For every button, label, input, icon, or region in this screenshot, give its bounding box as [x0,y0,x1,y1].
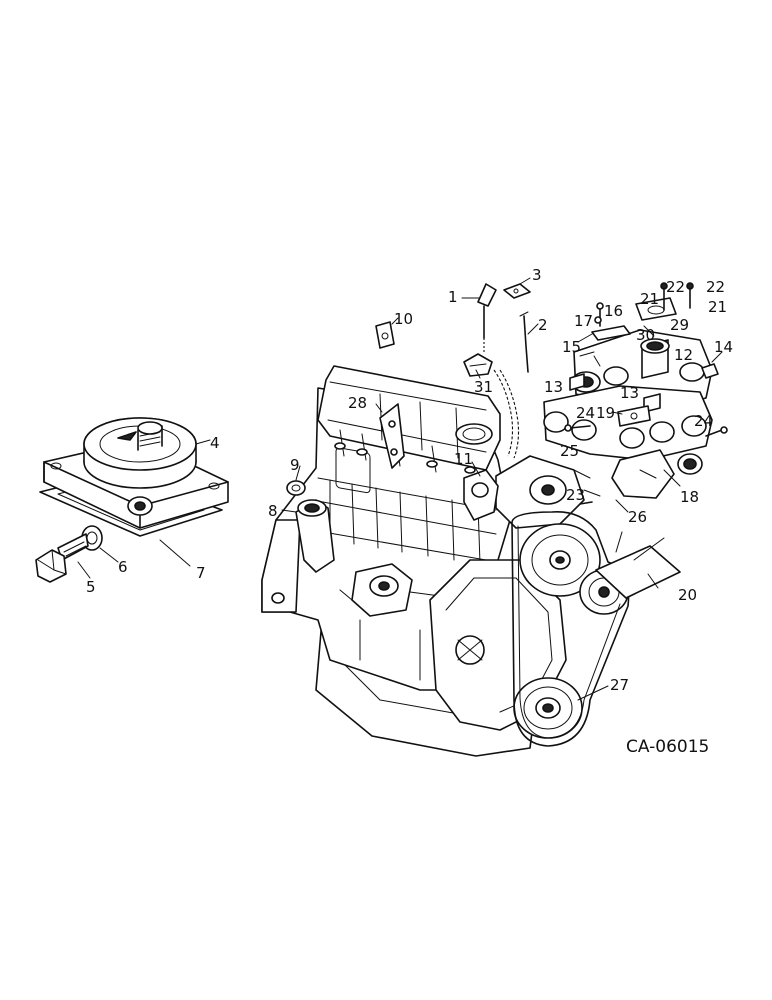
callout-10: 10 [394,310,413,328]
callout-22a: 22 [666,278,685,296]
callout-29: 29 [670,316,689,334]
dipstick-clip [503,283,531,299]
valve-cover [317,365,501,471]
callout-4: 4 [210,434,220,452]
callout-28: 28 [348,394,367,412]
callout-30: 30 [636,326,655,344]
dipstick [477,283,497,307]
callout-27: 27 [610,676,629,694]
callout-12: 12 [674,346,693,364]
fastener-16 [596,302,604,310]
manifold-group [543,282,728,505]
callout-31: 31 [474,378,493,396]
callout-8: 8 [268,502,278,520]
callout-17: 17 [574,312,593,330]
callout-21b: 21 [708,298,727,316]
callout-9: 9 [290,456,300,474]
callout-labels: 1 2 3 4 5 6 7 8 9 10 11 12 13 13 14 15 1… [86,266,733,694]
callout-25: 25 [560,442,579,460]
callout-23: 23 [566,486,585,504]
callout-13a: 13 [544,378,563,396]
callout-11: 11 [454,450,473,468]
callout-2: 2 [538,316,548,334]
pulley-belt-group [511,511,681,747]
callout-24a: 24 [576,404,595,422]
filler-o-ring [286,480,306,496]
manifold-nut [701,363,719,379]
callout-22b: 22 [706,278,725,296]
callout-1: 1 [448,288,458,306]
callout-13b: 13 [620,384,639,402]
mounting-plate [375,321,395,349]
callout-24b: 24 [694,412,713,430]
callout-6: 6 [118,558,128,576]
leader-lines [281,351,659,589]
lifting-bracket [379,403,405,469]
callout-5: 5 [86,578,96,596]
callout-18: 18 [680,488,699,506]
callout-14: 14 [714,338,733,356]
oil-filter-adapter-group [35,417,229,583]
callout-15: 15 [562,338,581,356]
callout-19: 19 [596,404,615,422]
heat-shield [595,545,681,599]
callout-16: 16 [604,302,623,320]
dipstick-group [375,277,539,373]
dipstick-tube [523,315,529,373]
callout-20: 20 [678,586,697,604]
callout-21a: 21 [640,290,659,308]
callout-26: 26 [628,508,647,526]
callout-3: 3 [532,266,542,284]
drawing-reference-code: CA-06015 [626,737,709,757]
carburetor-flange [635,297,677,321]
callout-7: 7 [196,564,206,582]
fastener-17 [594,316,602,324]
